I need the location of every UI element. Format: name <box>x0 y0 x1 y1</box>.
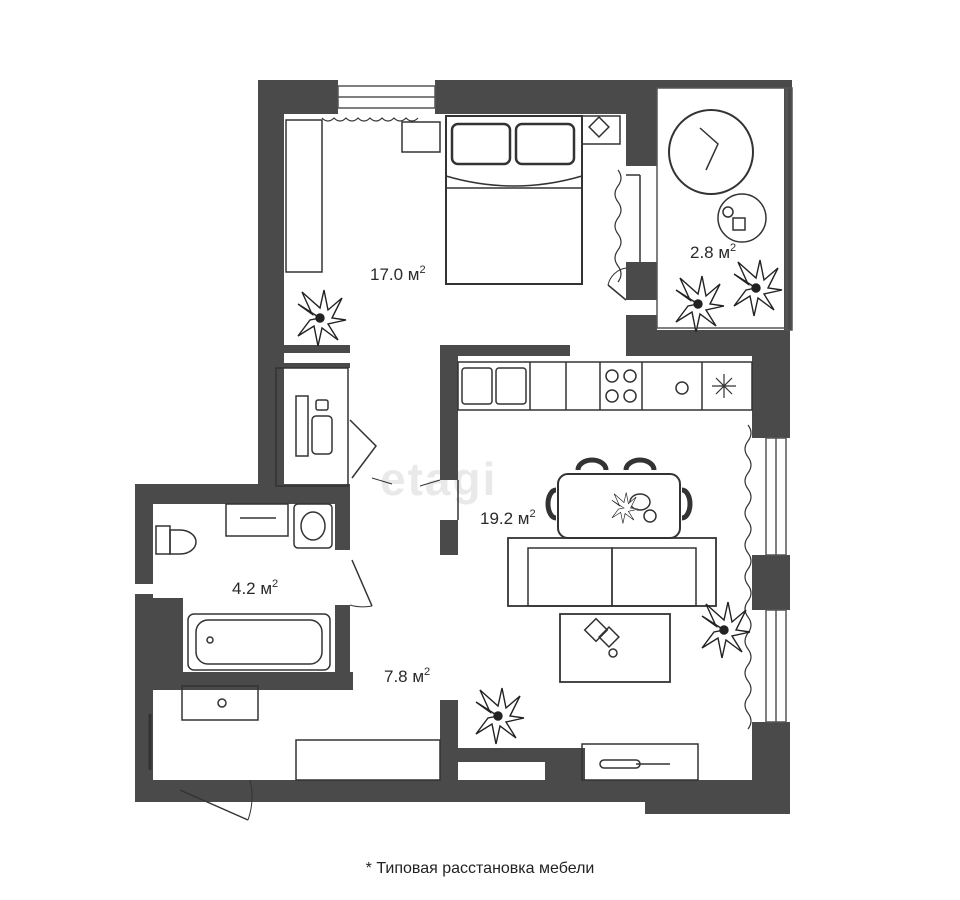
room-area-hallway: 7.8 м2 <box>384 666 430 686</box>
plant-icon <box>701 601 751 659</box>
plant-icon <box>475 687 525 745</box>
room-area-living-kitchen: 19.2 м2 <box>480 508 536 528</box>
plant-icon <box>297 289 347 347</box>
room-area-balcony: 2.8 м2 <box>690 242 736 262</box>
room-area-bedroom: 17.0 м2 <box>370 264 426 284</box>
plant-icon <box>611 492 639 524</box>
furniture <box>148 109 767 821</box>
plant-icon <box>675 275 725 333</box>
watermark: etagi <box>380 453 497 505</box>
furniture-disclaimer: * Типовая расстановка мебели <box>365 860 595 877</box>
plant-icon <box>733 259 783 317</box>
windows <box>337 85 793 723</box>
room-area-bathroom: 4.2 м2 <box>232 578 278 598</box>
